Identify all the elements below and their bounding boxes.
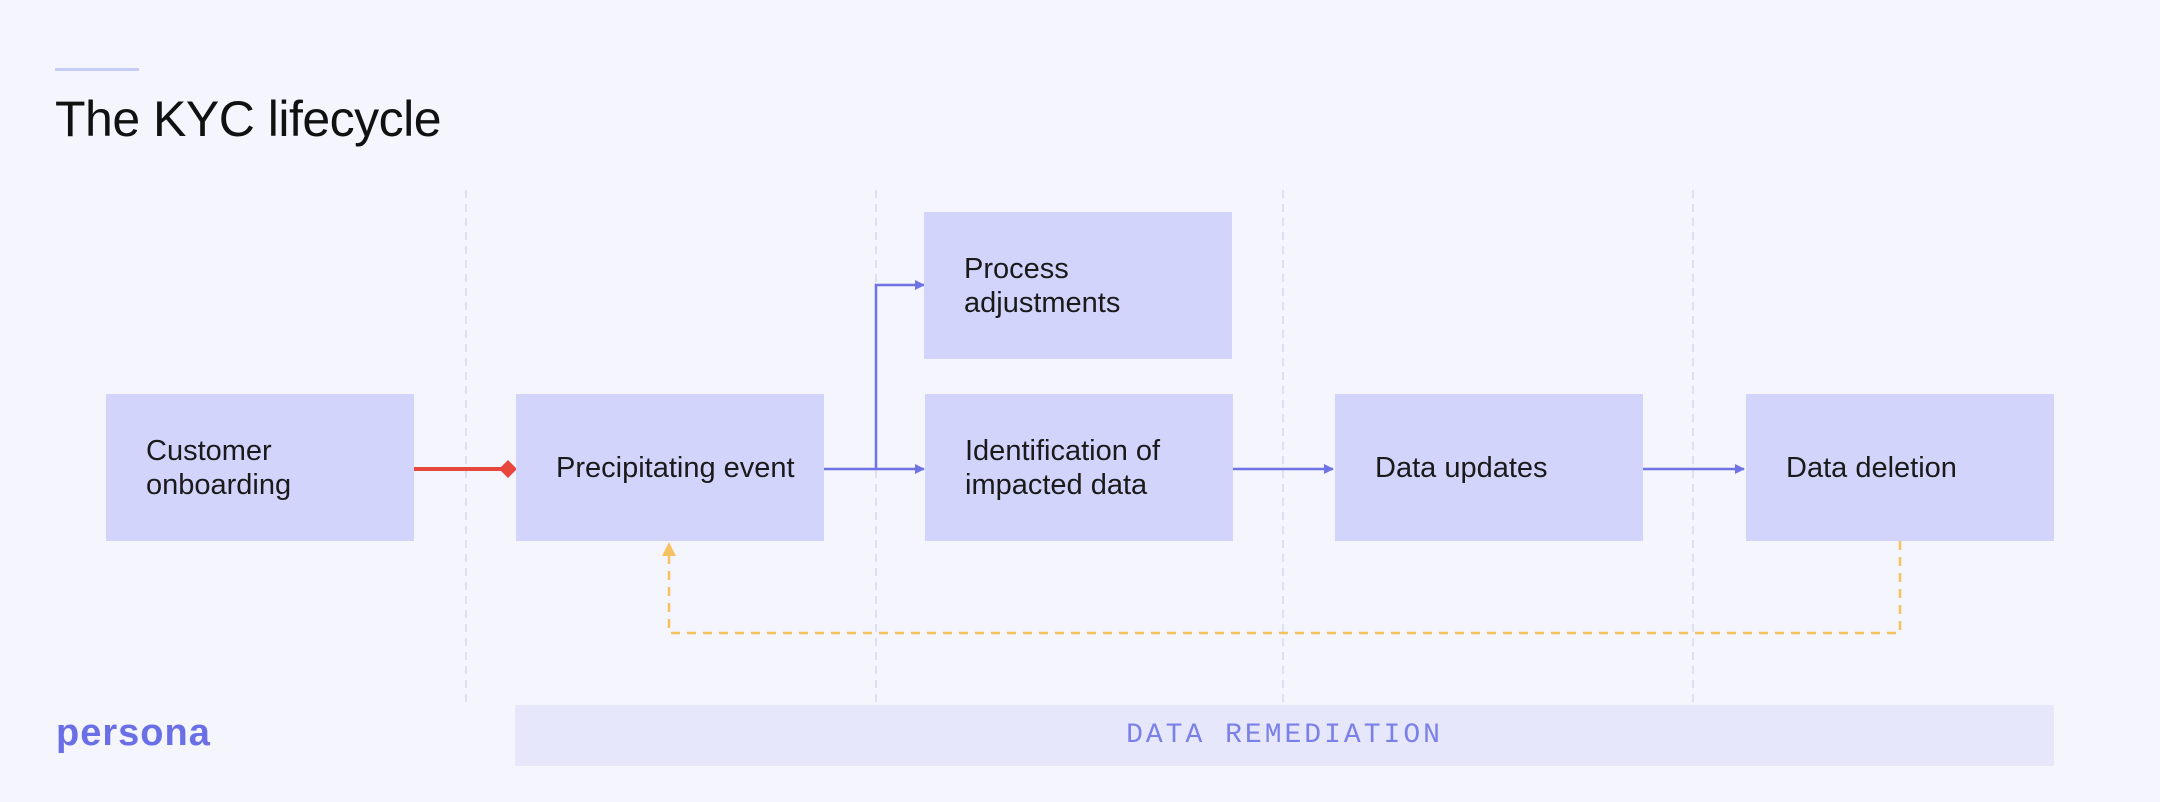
event-to-process-adjustments-arrow bbox=[874, 280, 925, 469]
title-accent-line bbox=[55, 68, 139, 71]
feedback-arrowhead-icon bbox=[662, 542, 676, 556]
feedback-loop-arrow bbox=[667, 541, 1902, 635]
node-data-updates: Data updates bbox=[1335, 394, 1643, 541]
node-identification-of-impacted-data: Identification of impacted data bbox=[925, 394, 1233, 541]
node-precipitating-event: Precipitating event bbox=[516, 394, 824, 541]
node-label: Precipitating event bbox=[556, 451, 795, 484]
node-label: Identification of impacted data bbox=[965, 434, 1161, 501]
diamond-marker-icon bbox=[499, 460, 517, 478]
page-title: The KYC lifecycle bbox=[55, 91, 442, 147]
node-label: Data updates bbox=[1375, 451, 1548, 484]
node-label: Process adjustments bbox=[964, 252, 1121, 319]
band-label: DATA REMEDIATION bbox=[1126, 720, 1443, 751]
node-data-deletion: Data deletion bbox=[1746, 394, 2054, 541]
node-customer-onboarding: Customer onboarding bbox=[106, 394, 414, 541]
node-label: Customer onboarding bbox=[146, 434, 292, 501]
persona-logo: persona bbox=[56, 712, 211, 754]
data-remediation-band: DATA REMEDIATION bbox=[515, 705, 2054, 766]
node-label: Data deletion bbox=[1786, 451, 1957, 484]
node-process-adjustments: Process adjustments bbox=[924, 212, 1232, 359]
